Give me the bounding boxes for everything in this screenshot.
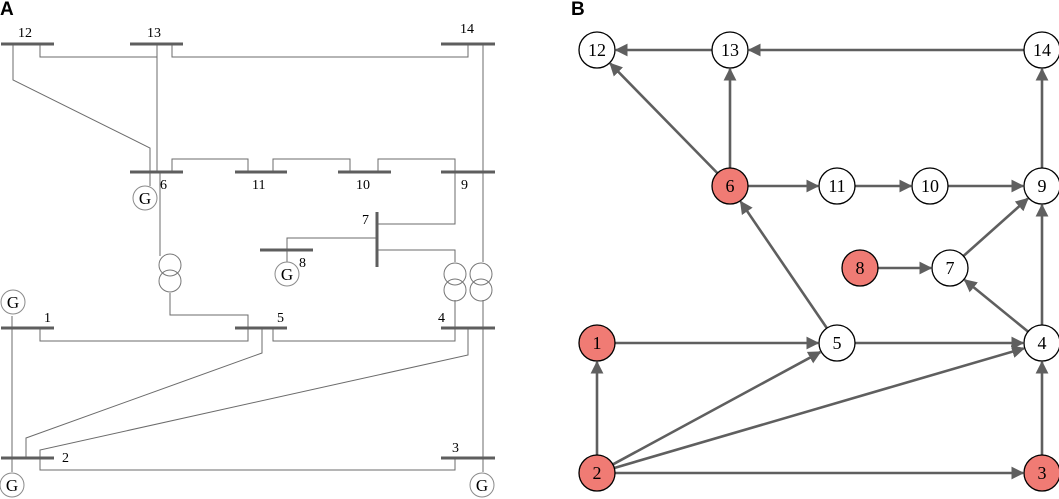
graph-node-label-1: 1 (593, 333, 602, 353)
graph-node-label-13: 13 (721, 40, 739, 60)
transmission-lines (11, 44, 484, 472)
graph-edge-4-to-7 (963, 278, 1029, 333)
graph-edges (590, 43, 1049, 480)
panel-a-single-line-diagram: A (0, 0, 495, 498)
graph-node-14 (1023, 31, 1059, 69)
graph-edge-7-to-9 (962, 197, 1029, 257)
line-1-5 (39, 328, 249, 342)
transformer-9-4-coil-upper (469, 262, 493, 286)
line-12-6 (12, 44, 151, 172)
generator-3-symbol: G (476, 476, 488, 495)
bus-label-13: 13 (147, 26, 161, 41)
graph-node-label-5: 5 (833, 333, 842, 353)
generator-6-icon (132, 185, 158, 211)
bus-label-9: 9 (461, 178, 468, 193)
graph-node-6 (711, 167, 749, 205)
bus-label-8: 8 (299, 256, 306, 271)
graph-node-label-4: 4 (1038, 333, 1047, 353)
bus-bars (1, 42, 495, 460)
bus-label-5: 5 (277, 311, 284, 326)
bus-label-4: 4 (438, 311, 445, 326)
transformer-6-5-coil-upper (158, 253, 182, 277)
transformers (158, 253, 493, 302)
graph-node-1 (578, 324, 616, 362)
graph-edge-5-to-6 (739, 200, 828, 329)
graph-edge-2-to-4 (613, 345, 1026, 470)
graph-node-label-14: 14 (1033, 40, 1051, 60)
bus-label-3: 3 (452, 441, 459, 456)
bus-label-7: 7 (362, 213, 369, 228)
graph-node-label-10: 10 (921, 176, 939, 196)
graph-node-2 (578, 454, 616, 492)
bus-label-6: 6 (160, 178, 167, 193)
line-10-9 (377, 158, 456, 172)
graph-node-label-2: 2 (593, 463, 602, 483)
graph-node-10 (911, 167, 949, 205)
line-9-7 (378, 172, 456, 225)
line-12-13 (39, 44, 158, 58)
line-transformer-5 (169, 293, 249, 328)
generator-1-symbol: G (7, 293, 19, 312)
graph-node-label-12: 12 (588, 40, 606, 60)
graph-edge-2-to-5 (612, 350, 822, 466)
line-8-7 (286, 237, 378, 250)
bus-label-1: 1 (44, 311, 51, 326)
generators: G G G G G (0, 185, 495, 498)
graph-node-label-9: 9 (1038, 176, 1047, 196)
line-5-4 (272, 328, 456, 342)
graph-node-label-6: 6 (726, 176, 735, 196)
graph-node-11 (818, 167, 856, 205)
generator-3-icon (469, 472, 495, 498)
bus-labels: 12 13 14 6 11 10 9 7 8 1 5 4 2 3 (18, 22, 474, 466)
graph-node-12 (578, 31, 616, 69)
line-13-14 (171, 44, 469, 58)
bus-label-10: 10 (356, 178, 370, 193)
bus-label-11: 11 (252, 178, 265, 193)
bus-label-2: 2 (62, 451, 69, 466)
graph-edge-6-to-12 (609, 62, 719, 175)
graph-node-label-3: 3 (1038, 463, 1047, 483)
graph-node-8 (841, 249, 879, 287)
line-6-11 (171, 158, 249, 172)
line-11-10 (272, 158, 351, 172)
graph-node-label-11: 11 (828, 176, 845, 196)
graph-node-label-7: 7 (946, 258, 955, 278)
generator-1-icon (0, 289, 26, 315)
transformer-7-4-coil-upper (443, 262, 467, 286)
generator-2-symbol: G (6, 476, 18, 495)
transformer-7-4-coil-lower (443, 278, 467, 302)
line-2-3 (39, 458, 456, 471)
graph-node-4 (1023, 324, 1059, 362)
generator-8-symbol: G (281, 265, 293, 284)
generator-2-icon (0, 472, 25, 498)
generator-8-icon (274, 261, 300, 287)
panel-a-letter: A (0, 0, 14, 20)
panel-b-letter: B (571, 0, 585, 20)
graph-node-9 (1023, 167, 1059, 205)
line-2-4 (39, 328, 469, 458)
transformer-9-4-coil-lower (469, 278, 493, 302)
line-2-5 (25, 328, 263, 458)
graph-node-7 (931, 249, 969, 287)
generator-6-symbol: G (139, 189, 151, 208)
graph-node-5 (818, 324, 856, 362)
graph-node-label-8: 8 (856, 258, 865, 278)
bus-label-14: 14 (460, 22, 474, 37)
graph-node-13 (711, 31, 749, 69)
bus-label-12: 12 (18, 26, 32, 41)
transformer-6-5-coil-lower (158, 269, 182, 293)
line-7-4-transformer (378, 249, 456, 262)
graph-node-3 (1023, 454, 1059, 492)
